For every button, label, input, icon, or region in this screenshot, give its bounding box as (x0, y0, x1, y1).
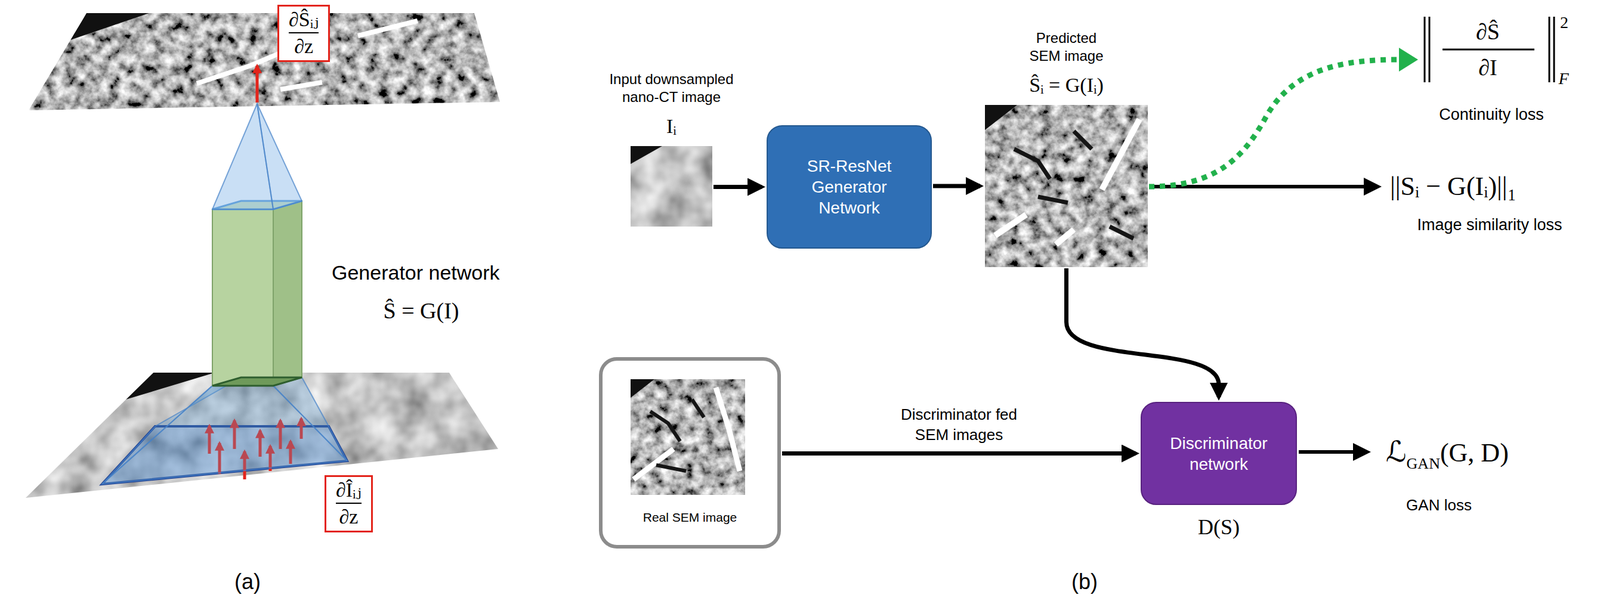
formula-label: Ŝ = G(I) (383, 298, 460, 324)
fraction-bar (288, 32, 319, 34)
loss-label: GAN loss (1406, 496, 1472, 515)
loss-label: Image similarity loss (1416, 216, 1562, 235)
norm-bar (1428, 16, 1431, 83)
fraction-bar (335, 502, 362, 505)
edge-label: Discriminator fed SEM images (882, 405, 1037, 446)
box-text: SR-ResNet Generator Network (791, 155, 908, 219)
panel-label: (a) (234, 570, 261, 595)
image-formula: Ŝᵢ = G(Iᵢ) (1029, 73, 1104, 97)
bright-streak (995, 119, 1140, 245)
upper-pyramid (212, 103, 302, 210)
caption-group: Input downsampled nano-CT imageIᵢ (604, 70, 739, 138)
flow-arrow (713, 184, 762, 190)
ct-texture (23, 369, 502, 502)
image-formula: Iᵢ (666, 114, 677, 138)
lower-pyramid (102, 377, 348, 485)
gan-formula-part: GAN (1406, 455, 1441, 474)
continuity-arrow (1148, 59, 1399, 187)
gan-formula: ℒGAN(G, D) (1385, 435, 1509, 469)
image-node: Predicted SEM imageŜᵢ = G(Iᵢ) (984, 104, 1148, 268)
numerator: ∂Ŝᵢⱼ (288, 7, 319, 32)
continuity-arrowhead (1398, 47, 1419, 72)
dark-corner (984, 104, 1018, 131)
dark-corner (630, 146, 663, 165)
caption-group: Predicted SEM image Ŝᵢ = G(Iᵢ) (1024, 29, 1109, 97)
predicted-image (984, 104, 1148, 268)
loss-label: Continuity loss (1438, 106, 1544, 125)
gan-formula-part: (G, D) (1440, 438, 1509, 469)
box-text: Discriminator network (1157, 433, 1281, 475)
gradient-arrow (255, 65, 259, 103)
image-node: Input downsampled nano-CT imageIᵢ (630, 146, 713, 227)
panel-label: (b) (1071, 570, 1098, 595)
sem-texture (630, 379, 746, 496)
derivative-box: ∂Ŝᵢⱼ∂z (277, 4, 330, 63)
fraction-bar (1442, 48, 1535, 51)
prism-bottom (212, 377, 302, 386)
norm-bar (1548, 16, 1551, 83)
prism-front (212, 209, 274, 386)
denominator: ∂z (338, 505, 358, 529)
formula-numerator: ∂Ŝ (1475, 19, 1500, 45)
real-image (630, 379, 746, 496)
gan-formula-part: ℒ (1385, 435, 1407, 469)
ct-image (630, 146, 713, 227)
ct-texture (630, 146, 713, 227)
dark-crack (1014, 131, 1134, 239)
formula-superscript: 2 (1560, 13, 1569, 33)
sem-texture (23, 8, 505, 114)
sem-texture (984, 104, 1148, 268)
numerator: ∂Îᵢⱼ (335, 478, 362, 502)
pyramid-face (273, 377, 348, 462)
flow-arrow (1066, 268, 1220, 398)
image-caption: Real SEM image (643, 510, 738, 525)
image-caption: Predicted SEM image (1024, 29, 1109, 66)
derivative-box: ∂Îᵢⱼ ∂z (324, 475, 373, 533)
prism-side (273, 201, 302, 386)
ct-slab (23, 369, 502, 502)
dark-corner (70, 13, 150, 40)
norm-bar (1553, 16, 1556, 83)
pyramid-face (257, 103, 302, 210)
network-label: Generator network (331, 261, 500, 284)
norm-bar (1424, 16, 1426, 83)
denominator: ∂z (294, 34, 314, 58)
image-caption: Input downsampled nano-CT image (604, 70, 739, 107)
flow-arrow (782, 451, 1136, 456)
image-frame: Real SEM image (598, 357, 781, 549)
bright-streak (633, 387, 740, 480)
box-formula: D(S) (1197, 514, 1240, 540)
norm-bars (1424, 16, 1555, 83)
network-box: Discriminator networkD(S) (1140, 402, 1297, 506)
loss-arrow (1298, 450, 1368, 454)
sem-slab (23, 8, 505, 114)
network-box: SR-ResNet Generator Network (766, 125, 932, 249)
dark-corner (630, 379, 655, 398)
loss-formula: ||Sᵢ − G(Iᵢ)||₁ (1390, 172, 1517, 202)
formula-subscript: F (1558, 69, 1569, 89)
formula-denominator: ∂I (1478, 55, 1497, 81)
dark-crack (650, 399, 704, 472)
flow-arrow (933, 184, 981, 189)
